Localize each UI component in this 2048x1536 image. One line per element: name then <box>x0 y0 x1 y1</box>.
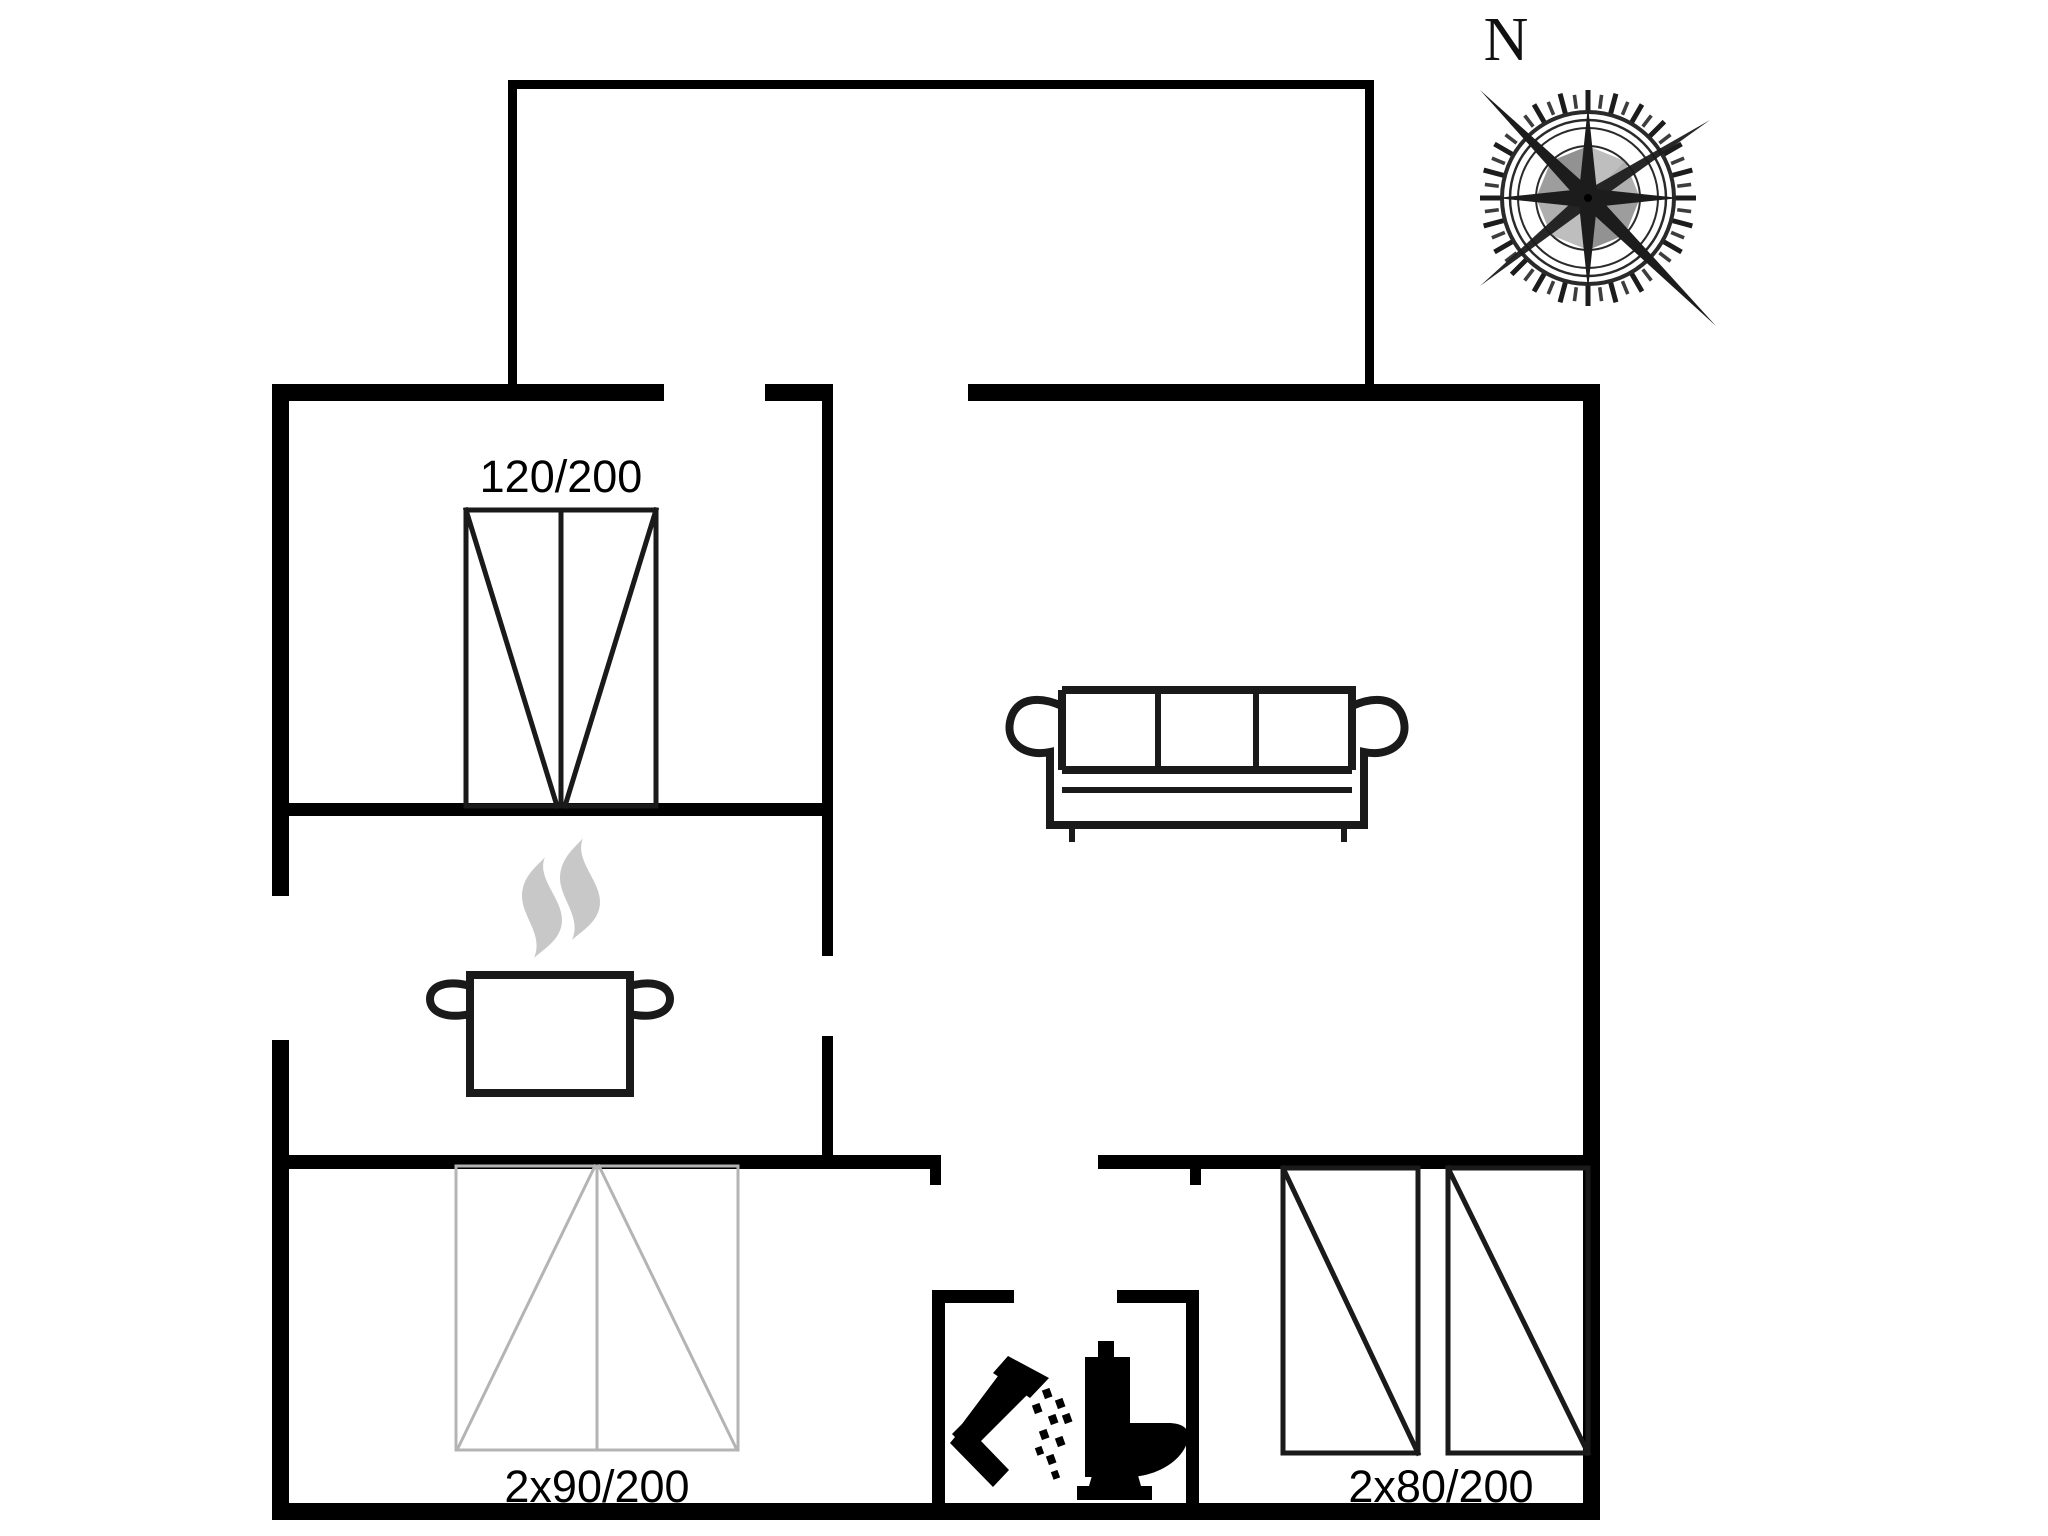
toilet-icon <box>1077 1341 1189 1500</box>
cooking-pot-icon <box>425 971 675 1097</box>
compass-rose-icon <box>1480 90 1716 326</box>
compass-cardinal-star <box>1496 106 1680 290</box>
terrace-outline <box>508 80 1374 385</box>
steam-icon <box>522 838 600 958</box>
compass-tick-ring <box>1480 90 1696 306</box>
bed-twin-left-80-200 <box>1279 1164 1422 1457</box>
bed-twin-right-80-200 <box>1444 1164 1592 1457</box>
bed-bunk-2x90-200 <box>454 1163 740 1452</box>
compass-north-label: N <box>1484 6 1529 74</box>
shower-droplets <box>1031 1387 1073 1480</box>
bed-double-120-200 <box>462 506 660 810</box>
bed-double-dimension-label: 120/200 <box>480 451 643 502</box>
bed-twin-dimension-label: 2x80/200 <box>1348 1461 1533 1512</box>
shower-icon <box>950 1356 1073 1487</box>
bed-bunk-dimension-label: 2x90/200 <box>504 1461 689 1512</box>
interior-walls <box>272 384 1600 1514</box>
compass-needle <box>1480 90 1716 326</box>
sofa-icon <box>1005 686 1409 842</box>
